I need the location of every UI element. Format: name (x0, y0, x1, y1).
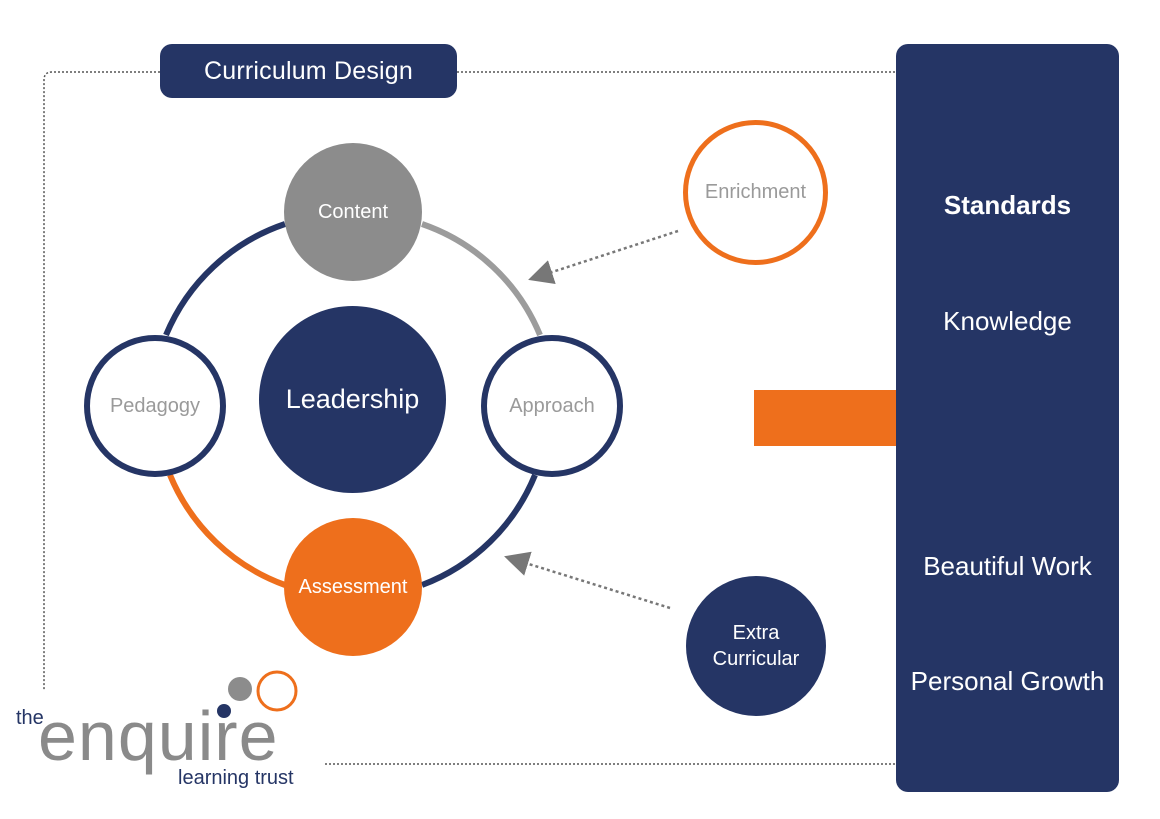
logo-prefix: the (16, 707, 44, 729)
cycle-arc-assessment-pedagogy (167, 473, 287, 588)
standards-item-knowledge: Knowledge (943, 306, 1072, 336)
pedagogy-label: Pedagogy (109, 394, 201, 417)
cycle-arc-approach-assessment (420, 473, 538, 588)
extra-curricular-label: Extra Curricular (712, 622, 800, 670)
enrichment-dotted-arrow (528, 229, 679, 285)
content-label: Content (317, 200, 389, 223)
frame-border (43, 71, 160, 690)
cycle-arc-content-approach (421, 221, 543, 337)
standards-item-beautiful-work: Beautiful Work (923, 551, 1092, 581)
approach-label: Approach (509, 394, 595, 417)
pedagogy-circle: Pedagogy (84, 335, 226, 477)
assessment-label: Assessment (298, 575, 408, 598)
standards-panel: Standards Knowledge Beautiful Work Perso… (896, 44, 1119, 792)
enrichment-circle: Enrichment (683, 120, 828, 265)
enrichment-label: Enrichment (704, 181, 807, 203)
extra-curricular-dotted-arrow (504, 551, 671, 610)
logo-dot-navy (217, 704, 231, 718)
leadership-label: Leadership (285, 384, 420, 414)
logo-wordmark: enquire (38, 697, 279, 775)
assessment-circle: Assessment (284, 518, 422, 656)
logo-tagline: learning trust (178, 767, 294, 789)
title-pill: Curriculum Design (160, 44, 457, 98)
extra-curricular-circle: Extra Curricular (686, 576, 826, 716)
standards-item-personal-growth: Personal Growth (910, 666, 1105, 696)
cycle-arc-pedagogy-content (163, 221, 286, 337)
logo-ring-orange (256, 670, 298, 712)
logo-dot-grey (228, 677, 252, 701)
leadership-circle: Leadership (259, 306, 446, 493)
content-circle: Content (284, 143, 422, 281)
page-title: Curriculum Design (203, 56, 413, 85)
standards-heading: Standards (943, 190, 1072, 220)
approach-circle: Approach (481, 335, 623, 477)
